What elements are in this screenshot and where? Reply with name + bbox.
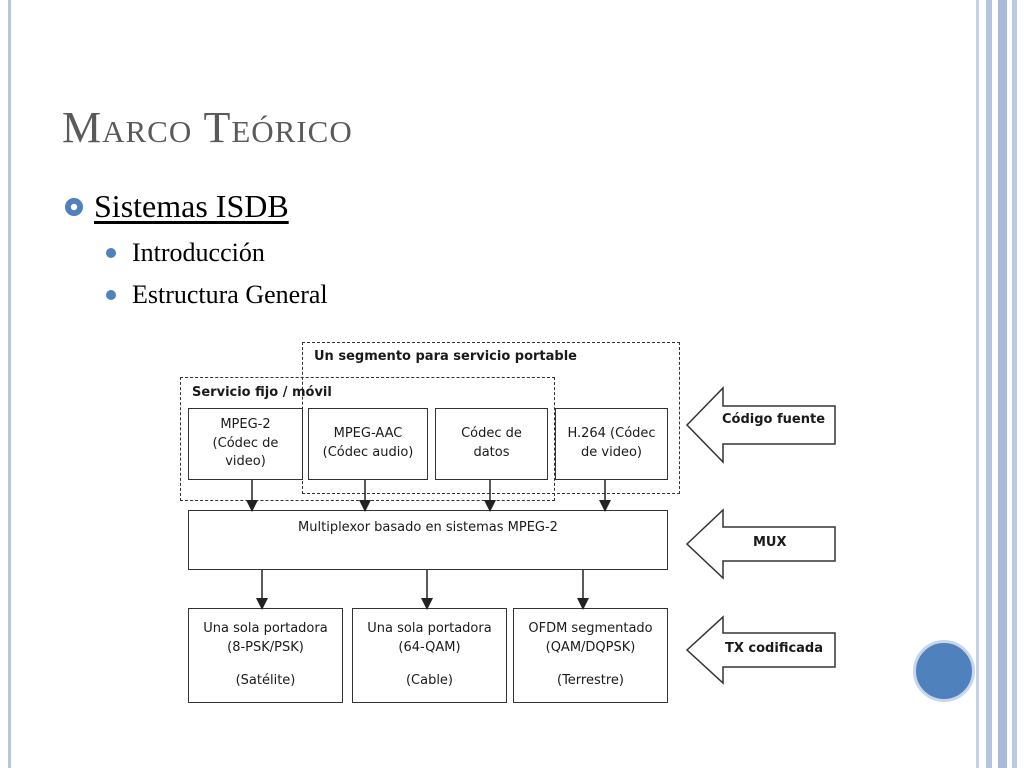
box-line: (Códec de xyxy=(212,435,279,451)
box-line: (Códec audio) xyxy=(322,445,414,460)
tx-box-satellite: Una sola portadora (8-PSK/PSK) (Satélite… xyxy=(188,608,343,703)
slide-frame-right xyxy=(998,0,1007,768)
block-arrow-tx xyxy=(685,615,836,685)
box-line: Códec de xyxy=(461,426,522,442)
source-box-mpeg2: MPEG-2 (Códec de video) xyxy=(188,408,303,480)
diagram-connectors xyxy=(246,386,836,685)
box-line: datos xyxy=(473,445,510,460)
box-line: H.264 (Códec xyxy=(567,426,656,442)
portable-segment-label: Un segmento para servicio portable xyxy=(314,349,578,364)
slide-frame-right xyxy=(1012,0,1017,768)
bullet-level2-text: Estructura General xyxy=(132,280,328,309)
bullet-level1: Sistemas ISDB xyxy=(64,188,289,225)
arrow-label-tx: TX codificada xyxy=(725,641,824,656)
box-line: OFDM segmentado xyxy=(528,621,653,637)
bullet-level2-text: Introducción xyxy=(132,238,265,267)
dot-bullet-icon xyxy=(106,248,116,258)
ring-bullet-icon xyxy=(65,197,83,216)
box-line: (64-QAM) xyxy=(398,640,461,656)
block-arrow-mux xyxy=(685,508,836,580)
arrow-label-source: Código fuente xyxy=(722,412,826,427)
slide-frame-left xyxy=(8,0,11,768)
box-line: video) xyxy=(225,454,266,470)
arrow-label-mux: MUX xyxy=(753,535,787,550)
box-line: (Cable) xyxy=(405,672,454,688)
tx-box-cable: Una sola portadora (64-QAM) (Cable) xyxy=(352,608,507,703)
slide-frame-right xyxy=(976,0,979,768)
slide-frame-right xyxy=(986,0,992,768)
box-line: (QAM/DQPSK) xyxy=(545,640,636,656)
slide-title: Marco Teórico xyxy=(62,103,353,152)
multiplexer-label: Multiplexor basado en sistemas MPEG-2 xyxy=(298,520,558,535)
source-box-mpeg-aac: MPEG-AAC (Códec audio) xyxy=(308,408,428,480)
source-box-h264: H.264 (Códec de video) xyxy=(555,408,668,480)
block-arrow-source xyxy=(685,386,836,464)
bullet-level2: Introducción xyxy=(106,238,265,268)
source-box-data-codec: Códec de datos xyxy=(435,408,548,480)
dot-bullet-icon xyxy=(106,290,116,300)
box-line: (Satélite) xyxy=(235,672,296,688)
isdb-structure-diagram: Un segmento para servicio portable Servi… xyxy=(170,330,850,715)
decorative-circle xyxy=(913,640,975,702)
box-line: (Terrestre) xyxy=(557,672,624,688)
box-line: MPEG-AAC xyxy=(333,426,403,442)
tx-box-terrestrial: OFDM segmentado (QAM/DQPSK) (Terrestre) xyxy=(513,608,668,703)
multiplexer-box: Multiplexor basado en sistemas MPEG-2 xyxy=(188,510,668,570)
fixed-mobile-label: Servicio fijo / móvil xyxy=(192,385,332,400)
bullet-level1-text: Sistemas ISDB xyxy=(94,188,289,224)
box-line: Una sola portadora xyxy=(203,621,328,637)
box-line: MPEG-2 xyxy=(220,416,271,432)
box-line: Una sola portadora xyxy=(367,621,492,637)
bullet-level2: Estructura General xyxy=(106,280,328,310)
box-line: de video) xyxy=(581,445,642,460)
box-line: (8-PSK/PSK) xyxy=(227,640,304,656)
